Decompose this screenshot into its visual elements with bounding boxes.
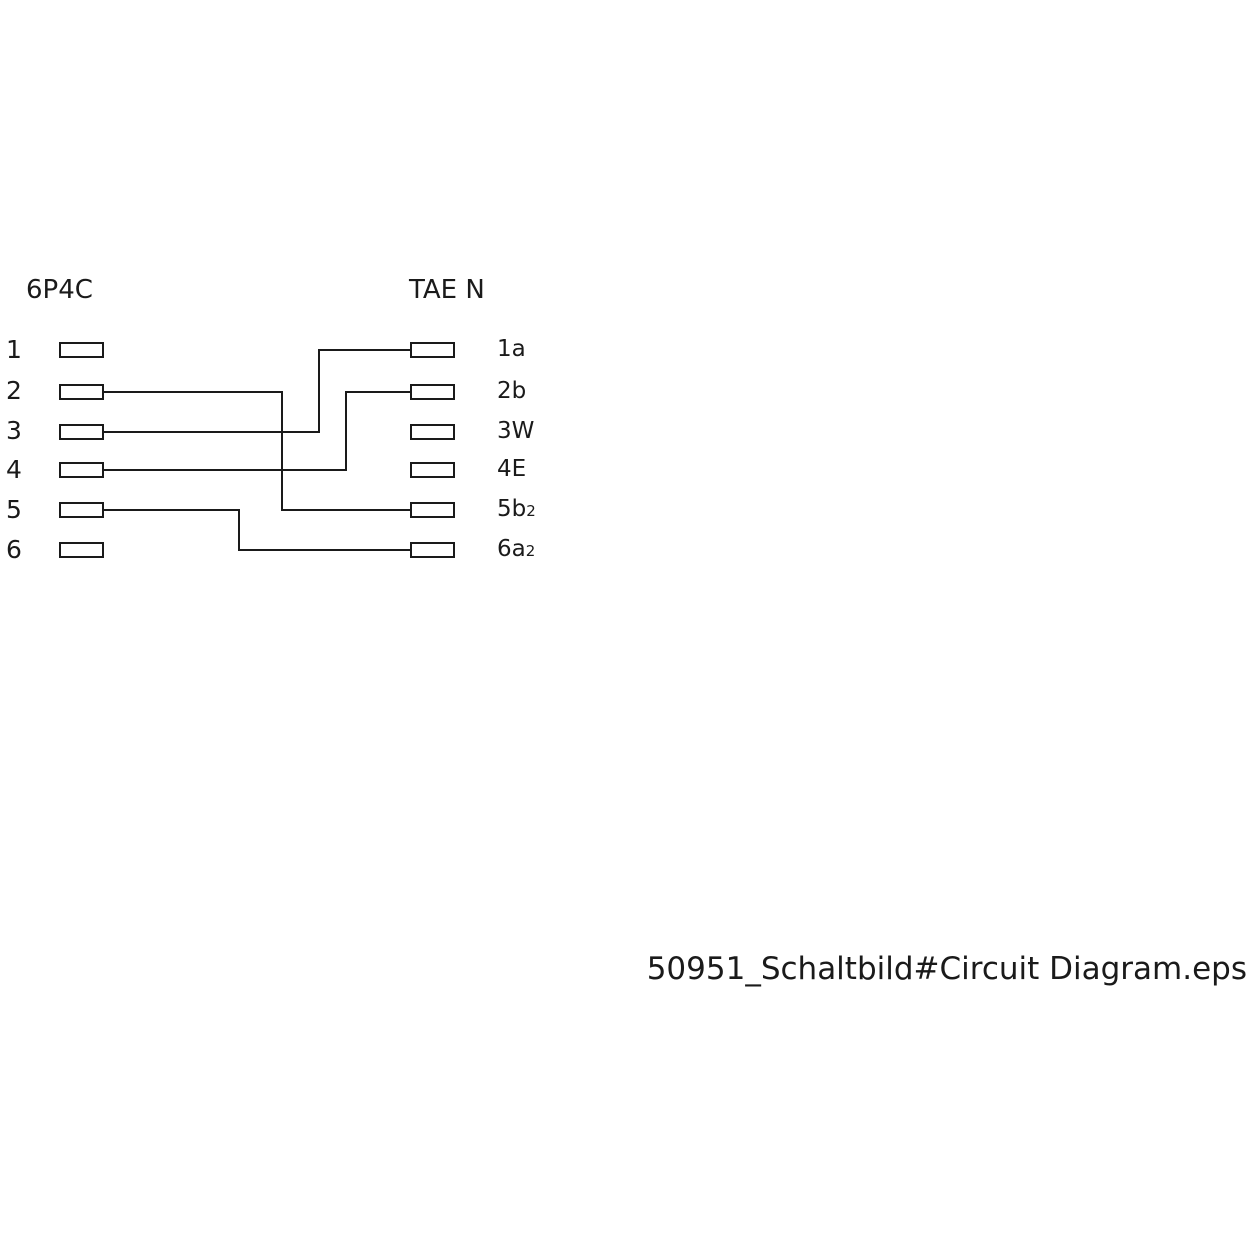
- wire-4-to-2b: [103, 391, 411, 471]
- left-connector-title: 6P4C: [26, 275, 93, 305]
- left-pin-number: 6: [6, 535, 22, 564]
- right-pin-label: 3W: [497, 418, 534, 444]
- left-pin-contact: [59, 542, 104, 558]
- left-pin-contact: [59, 462, 104, 478]
- left-pin-number: 2: [6, 376, 22, 405]
- right-pin-label-main: 6a: [497, 536, 526, 562]
- right-pin-contact: [410, 424, 455, 440]
- right-pin-label: 2b: [497, 378, 526, 404]
- left-pin-contact: [59, 342, 104, 358]
- file-caption: 50951_Schaltbild#Circuit Diagram.eps: [647, 951, 1247, 987]
- wire-5-to-6a2: [103, 509, 411, 551]
- right-pin-contact: [410, 342, 455, 358]
- left-pin-number: 5: [6, 495, 22, 524]
- left-pin-number: 3: [6, 416, 22, 445]
- right-pin-label-main: 2b: [497, 378, 526, 404]
- right-pin-contact: [410, 502, 455, 518]
- right-pin-label-main: 3W: [497, 418, 534, 444]
- wire-2-to-5b2: [103, 391, 411, 511]
- right-pin-label-main: 1a: [497, 336, 526, 362]
- right-pin-label-sub: 2: [526, 542, 536, 560]
- right-pin-label: 6a2: [497, 536, 535, 562]
- right-pin-label: 1a: [497, 336, 526, 362]
- right-connector-title: TAE N: [408, 275, 485, 305]
- left-pin-contact: [59, 502, 104, 518]
- right-pin-contact: [410, 384, 455, 400]
- left-pin-contact: [59, 424, 104, 440]
- right-pin-label: 5b2: [497, 496, 536, 522]
- right-pin-label-sub: 2: [526, 502, 536, 520]
- left-pin-number: 1: [6, 335, 22, 364]
- right-pin-label-main: 5b: [497, 496, 526, 522]
- wire-3-to-1a: [103, 349, 411, 433]
- right-pin-label: 4E: [497, 456, 526, 482]
- right-pin-contact: [410, 462, 455, 478]
- right-pin-contact: [410, 542, 455, 558]
- right-pin-label-main: 4E: [497, 456, 526, 482]
- left-pin-number: 4: [6, 455, 22, 484]
- left-pin-contact: [59, 384, 104, 400]
